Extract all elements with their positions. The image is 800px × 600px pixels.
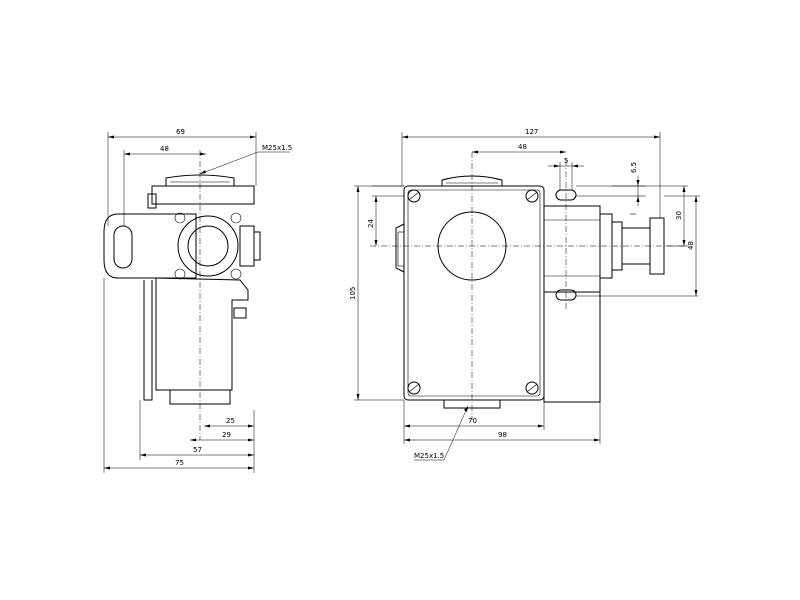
- dim-30: 30: [675, 211, 683, 220]
- dim-127: 127: [525, 128, 538, 136]
- cable-entry-label-right: M25x1.5: [414, 452, 444, 460]
- dim-75: 75: [175, 459, 184, 467]
- dim-48-left: 48: [160, 145, 169, 153]
- dim-98: 98: [498, 431, 507, 439]
- corner-screws: [407, 189, 539, 395]
- dim-48-right: 48: [687, 241, 695, 250]
- dim-6-5: 6.5: [630, 162, 638, 173]
- dim-5: 5: [564, 157, 568, 165]
- dim-29: 29: [222, 431, 231, 439]
- dim-69: 69: [176, 128, 185, 136]
- right-front-view: 127 48 5 6.5 30 48: [349, 128, 700, 461]
- dim-48-top: 48: [518, 143, 527, 151]
- dim-24: 24: [367, 219, 375, 228]
- dim-70: 70: [468, 417, 477, 425]
- dim-25: 25: [226, 417, 235, 425]
- left-side-view: 69 48 M25x1.5 25 29 57 75: [103, 128, 292, 473]
- dim-105: 105: [349, 287, 357, 300]
- cable-entry-label-left: M25x1.5: [262, 144, 292, 152]
- dim-57: 57: [193, 446, 202, 454]
